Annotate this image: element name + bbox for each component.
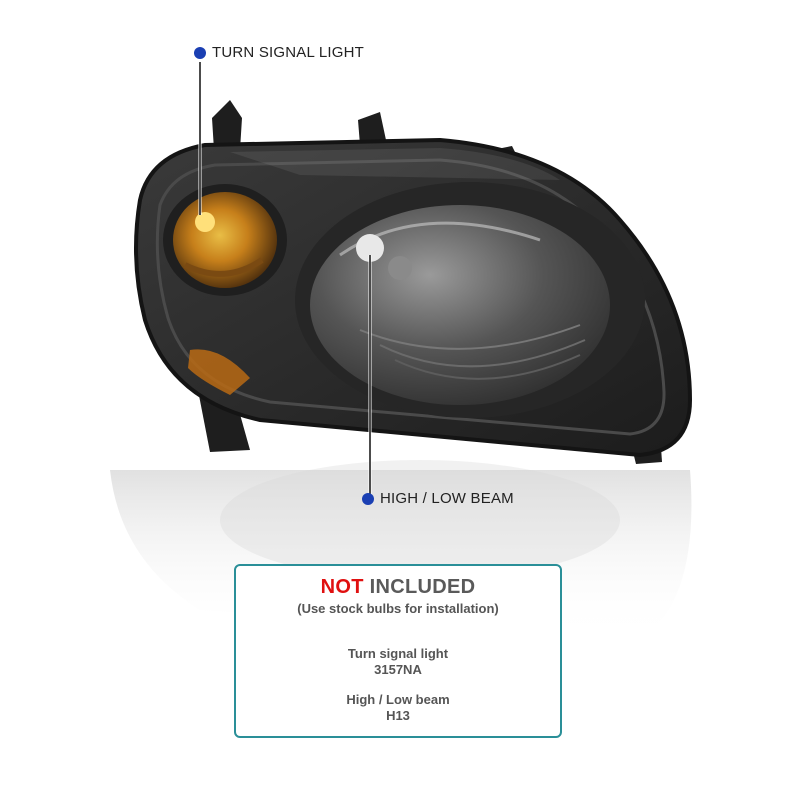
beam-reflector (295, 182, 645, 418)
info-item-value: 3157NA (374, 662, 422, 677)
info-title: NOT INCLUDED (236, 576, 560, 599)
info-title-highlight: NOT (320, 576, 364, 598)
beam-callout: HIGH / LOW BEAM (362, 490, 514, 507)
callout-dot-icon (362, 492, 374, 505)
turn-signal-callout: TURN SIGNAL LIGHT (194, 44, 364, 61)
turn-signal-label: TURN SIGNAL LIGHT (212, 44, 365, 61)
side-marker-lens (188, 349, 250, 395)
info-item-name: Turn signal light (347, 646, 449, 661)
beam-label: HIGH / LOW BEAM (380, 490, 514, 507)
housing-inner-rim (155, 158, 666, 436)
lens-gloss (230, 148, 560, 180)
turn-signal-lens (163, 184, 287, 296)
info-item-name: High / Low beam (346, 692, 450, 707)
info-item-value: H13 (386, 708, 410, 723)
callout-dot-icon (194, 46, 206, 59)
info-item: High / Low beam H13 (236, 692, 560, 724)
callout-lines-core (199, 62, 371, 498)
info-title-rest: INCLUDED (363, 576, 476, 598)
info-item: Turn signal light 3157NA (236, 646, 560, 678)
not-included-info-box: NOT INCLUDED (Use stock bulbs for instal… (234, 564, 562, 738)
info-subtitle: (Use stock bulbs for installation) (297, 601, 499, 616)
